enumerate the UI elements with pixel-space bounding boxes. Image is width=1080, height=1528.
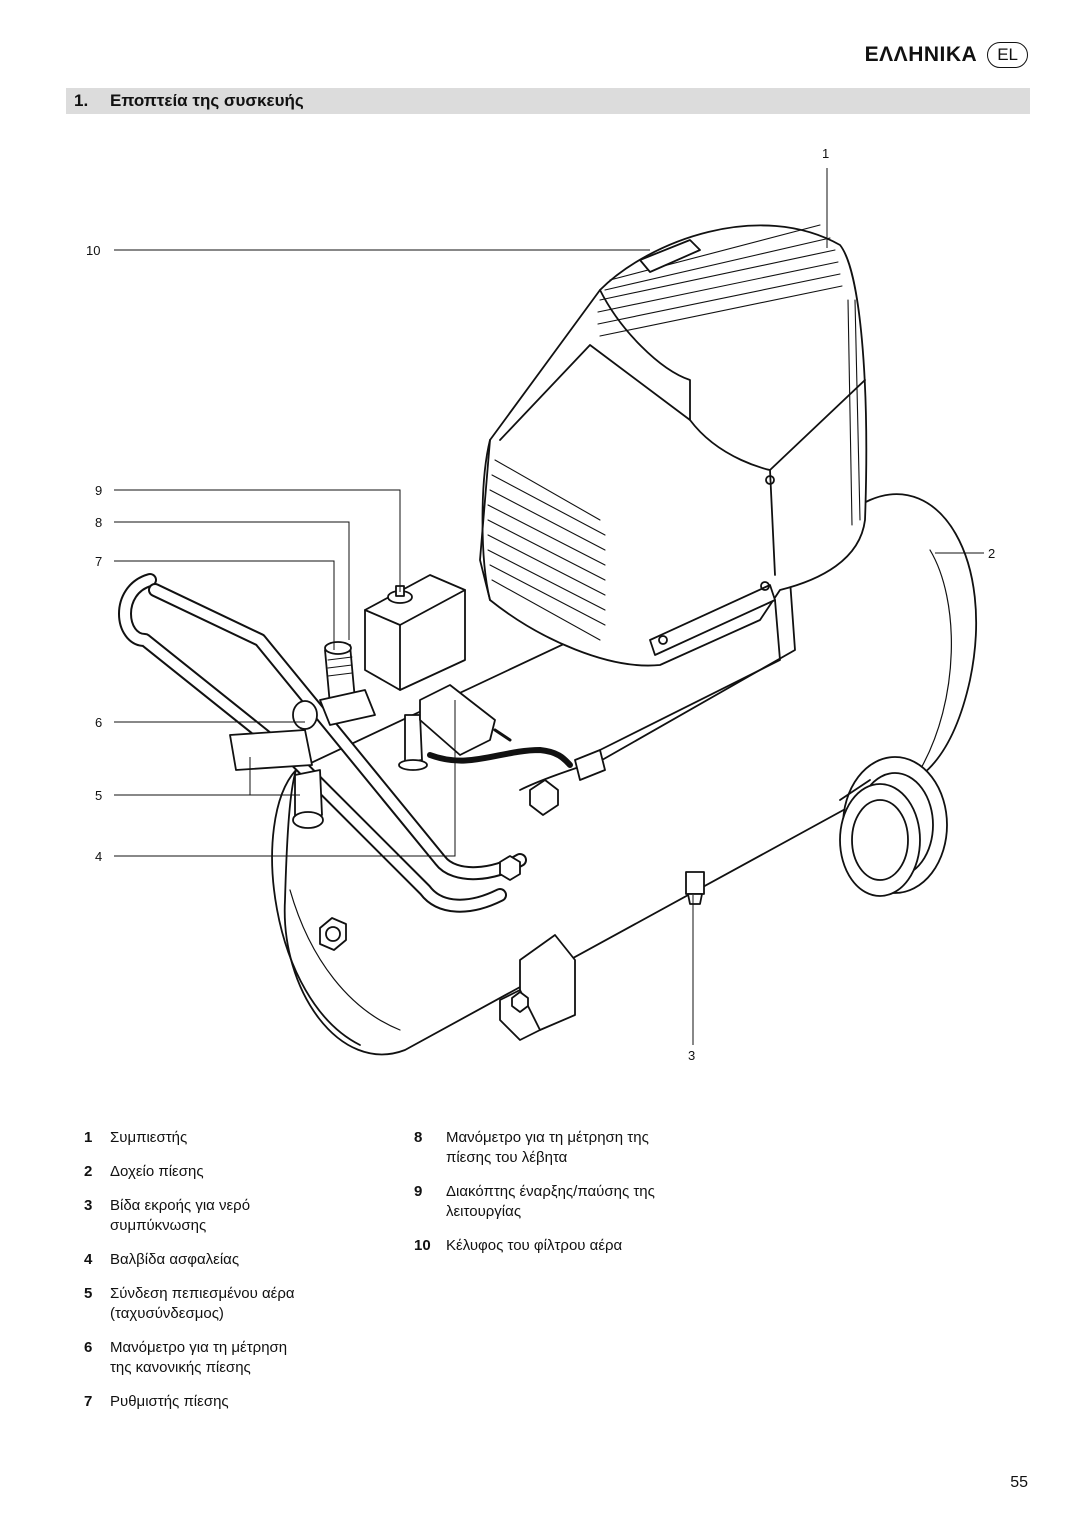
language-header: ΕΛΛΗΝΙΚΑ EL <box>865 42 1028 68</box>
leader-8 <box>114 521 350 640</box>
section-heading-bar: 1. Εποπτεία της συσκευής <box>66 88 1030 114</box>
section-title-text: Εποπτεία της συσκευής <box>110 91 304 110</box>
leader-9 <box>114 489 401 592</box>
air-filter-cover <box>639 239 701 273</box>
safety-valve <box>419 684 496 756</box>
pressure-switch <box>364 574 466 691</box>
callout-7: 7 <box>95 554 102 569</box>
callout-8: 8 <box>95 515 102 530</box>
compressor-housing <box>479 224 868 667</box>
section-number: 1. <box>74 91 89 110</box>
language-title: ΕΛΛΗΝΙΚΑ <box>864 43 978 66</box>
quick-coupling <box>292 811 324 829</box>
callout-1: 1 <box>822 146 829 161</box>
section-title: 1. Εποπτεία της συσκευής <box>74 91 304 111</box>
drain-valve <box>685 871 705 895</box>
leader-4 <box>114 700 456 857</box>
tank-end-cap <box>271 769 361 1046</box>
callout-5: 5 <box>95 788 102 803</box>
callout-10: 10 <box>86 243 100 258</box>
callout-4: 4 <box>95 849 102 864</box>
leader-7 <box>114 560 335 650</box>
callout-3: 3 <box>688 1048 695 1063</box>
drain-plug <box>319 917 347 951</box>
callout-6: 6 <box>95 715 102 730</box>
pressure-gauge <box>292 700 318 730</box>
air-hose <box>427 747 573 768</box>
callout-2: 2 <box>988 546 995 561</box>
page-number: 55 <box>1010 1474 1028 1491</box>
language-badge: EL <box>987 42 1028 68</box>
callout-9: 9 <box>95 483 102 498</box>
